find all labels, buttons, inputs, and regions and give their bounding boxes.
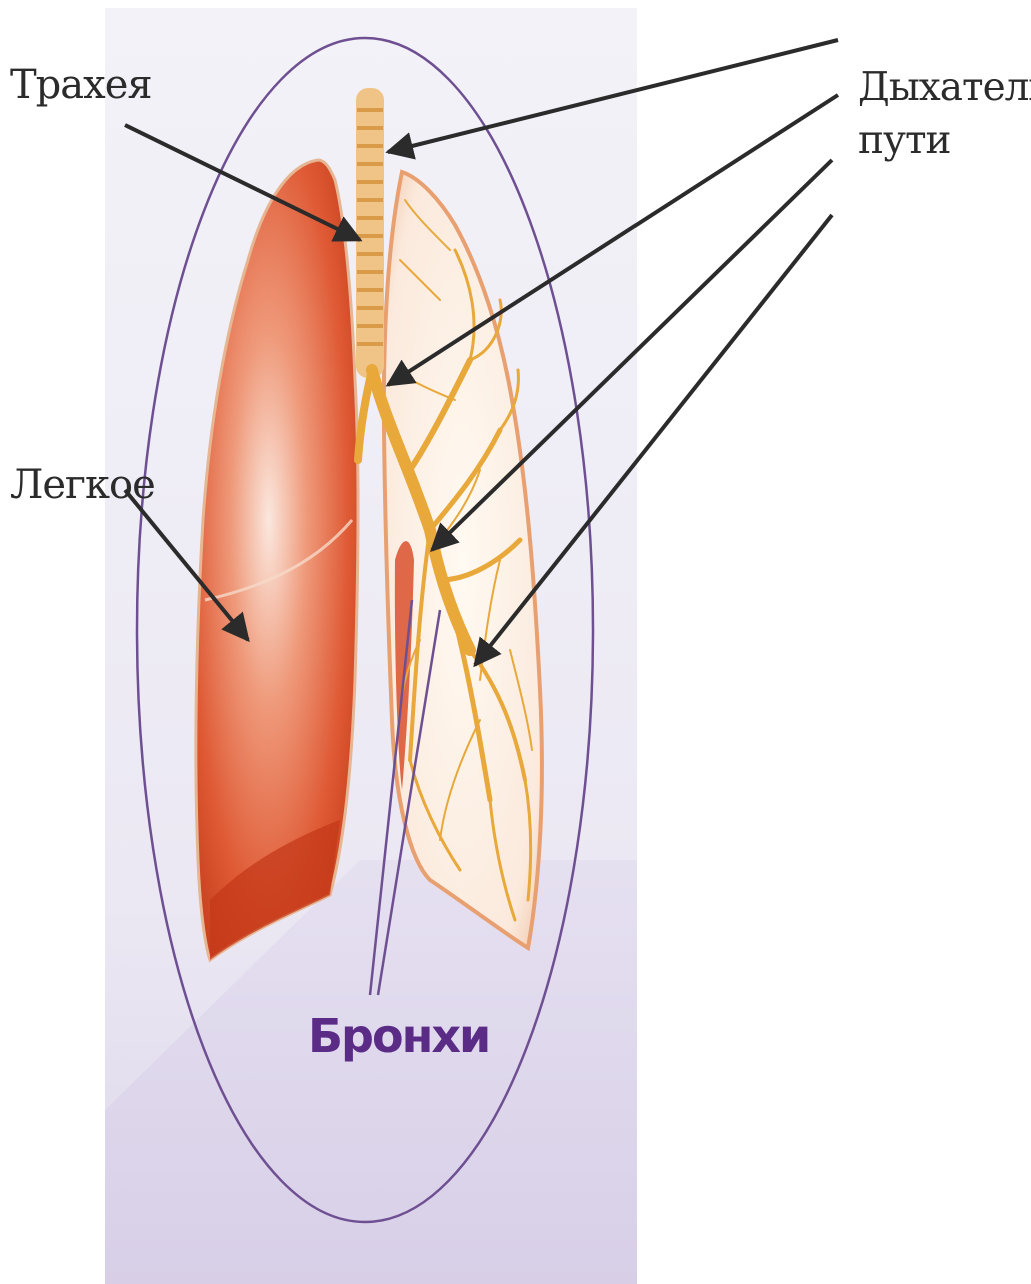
label-airways: Дыхательные пути	[858, 62, 1031, 167]
label-bronchi: Бронхи	[308, 1010, 489, 1063]
label-airways-line1: Дыхательные	[858, 62, 1031, 115]
label-lung: Легкое	[10, 462, 155, 508]
label-trachea: Трахея	[10, 62, 152, 108]
trachea	[356, 88, 384, 378]
label-airways-line2: пути	[858, 115, 1031, 168]
